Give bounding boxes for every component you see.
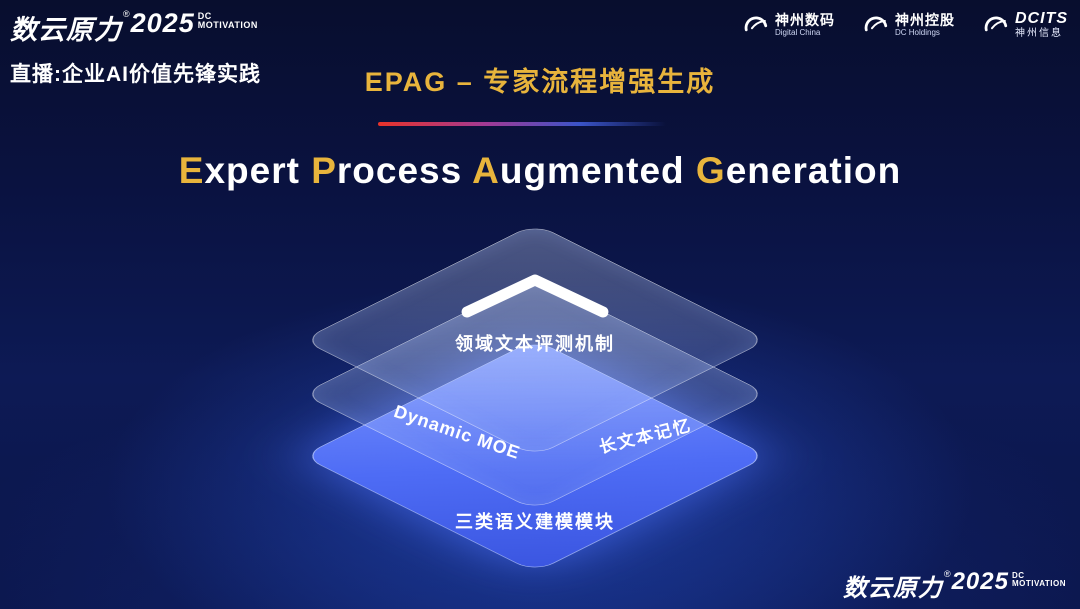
logo-en-label: Digital China <box>775 28 821 38</box>
semantic-layer-label: 三类语义建模模块 <box>455 512 615 532</box>
swoosh-icon <box>864 16 888 32</box>
registered-mark: ® <box>123 9 130 19</box>
brand-year: 2025 <box>951 568 1009 595</box>
page-title: Expert Process Augmented Generation <box>178 150 902 191</box>
registered-mark: ® <box>943 569 951 579</box>
logo-en-label: DC Holdings <box>895 28 940 38</box>
swoosh-icon <box>984 16 1008 32</box>
partner-logos: 神州数码 Digital China 神州控股 DC Holdings DCIT… <box>743 10 1068 40</box>
chevron-up-icon <box>461 274 609 318</box>
brand-logo-bottom: 数云原力 ® 2025 DC MOTIVATION <box>843 568 1066 603</box>
logo-cn-label: 神州控股 <box>895 12 955 29</box>
layer-stack-diagram: 领域文本评测机制 Dynamic MOE 长文本记忆 三类语义建模模块 <box>265 223 805 586</box>
logo-cn-label: DCITS <box>1015 10 1068 27</box>
live-stream-label: 直播:企业AI价值先锋实践 <box>10 63 261 86</box>
brand-logo-top: 数云原力 ® 2025 DC MOTIVATION <box>10 8 258 47</box>
swoosh-icon <box>744 16 768 32</box>
slide-title: EPAG – 专家流程增强生成 <box>364 67 716 97</box>
logo-dcits: DCITS 神州信息 <box>983 10 1068 40</box>
logo-cn-label: 神州数码 <box>775 12 835 29</box>
brand-subtitle: DC MOTIVATION <box>197 11 258 31</box>
logo-digital-china: 神州数码 Digital China <box>743 12 835 38</box>
logo-dc-holdings: 神州控股 DC Holdings <box>863 12 955 38</box>
brand-subtitle: DC MOTIVATION <box>1011 571 1066 589</box>
brand-year: 2025 <box>130 8 195 38</box>
gradient-divider <box>378 122 666 126</box>
brand-cn: 数云原力 <box>10 15 122 45</box>
logo-en-label: 神州信息 <box>1015 28 1063 40</box>
evaluation-layer-label: 领域文本评测机制 <box>455 334 615 354</box>
brand-cn: 数云原力 <box>842 575 943 602</box>
